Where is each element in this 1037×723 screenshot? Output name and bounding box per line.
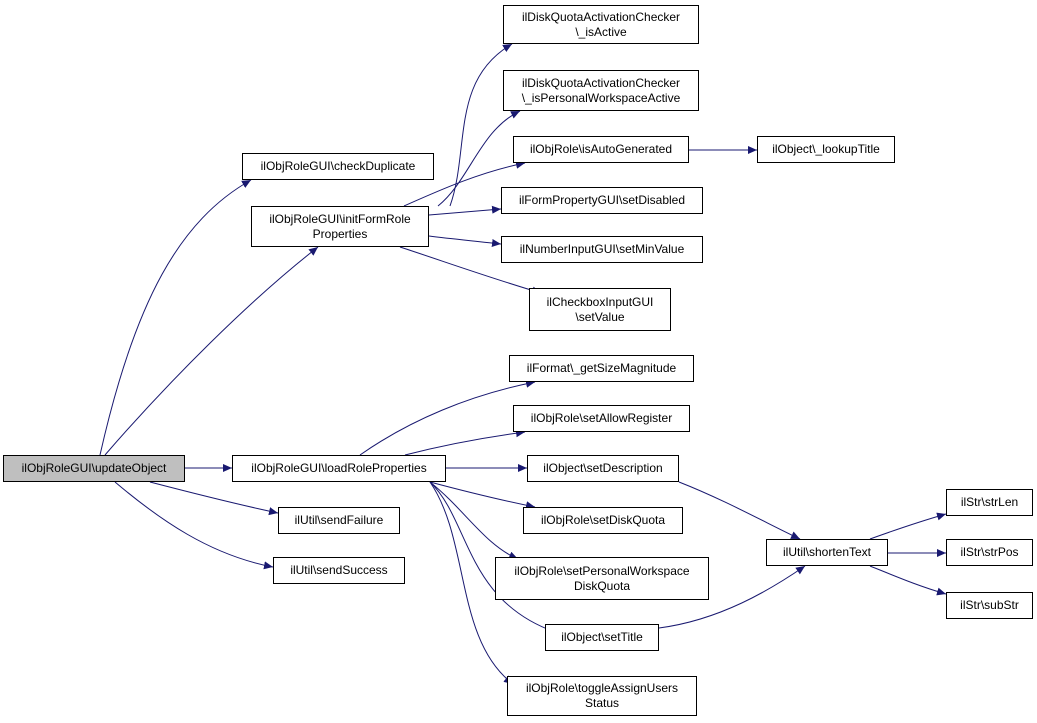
node-send-success[interactable]: ilUtil\sendSuccess — [273, 557, 405, 584]
edge-loadRoleProperties-to-setPersonalWorkspaceDiskQuota — [429, 481, 519, 560]
node-label-line: ilObjRoleGUI\checkDuplicate — [260, 159, 416, 173]
edge-initFormRoleProperties-to-dqIsPersonal — [437, 110, 521, 207]
node-label-line: ilStr\strLen — [960, 495, 1019, 509]
node-str-pos[interactable]: ilStr\strPos — [946, 539, 1033, 566]
node-label-line: ilNumberInputGUI\setMinValue — [519, 242, 685, 256]
node-label-line: ilObjRole\setPersonalWorkspace — [514, 563, 690, 578]
edge-loadRoleProperties-to-setTitle — [429, 481, 556, 633]
node-get-size-magnitude[interactable]: ilFormat\_getSizeMagnitude — [509, 355, 694, 382]
node-label-line: ilObjRoleGUI\initFormRole — [269, 211, 411, 226]
node-label-line: ilFormat\_getSizeMagnitude — [526, 361, 677, 375]
node-send-failure[interactable]: ilUtil\sendFailure — [278, 507, 400, 534]
edge-shortenText-to-subStr — [869, 565, 947, 596]
node-label-line: ilObject\_lookupTitle — [772, 142, 880, 156]
edge-shortenText-to-strLen — [869, 512, 947, 540]
node-label-line: ilStr\strPos — [960, 545, 1019, 559]
node-label-line: ilUtil\sendFailure — [294, 513, 384, 527]
edge-initFormRoleProperties-to-isAutoGenerated — [403, 160, 526, 207]
node-sub-str[interactable]: ilStr\subStr — [946, 592, 1033, 619]
node-label-line: ilObject\setDescription — [543, 461, 663, 475]
node-label-line: \setValue — [575, 309, 625, 324]
node-set-disk-quota[interactable]: ilObjRole\setDiskQuota — [523, 507, 683, 534]
edge-updateObject-to-initFormRoleProperties — [104, 246, 319, 456]
node-label-line: DiskQuota — [573, 578, 631, 593]
node-label-line: ilDiskQuotaActivationChecker — [521, 75, 681, 90]
node-update-object: ilObjRoleGUI\updateObject — [3, 455, 185, 482]
node-label-line: ilUtil\shortenText — [782, 545, 872, 559]
node-shorten-text[interactable]: ilUtil\shortenText — [766, 539, 888, 566]
edge-initFormRoleProperties-to-setMinValue — [428, 235, 502, 247]
node-label-line: ilObject\setTitle — [561, 630, 643, 644]
node-label-line: \_isPersonalWorkspaceActive — [521, 90, 681, 105]
node-label-line: ilCheckboxInputGUI — [546, 294, 654, 309]
node-label-line: \_isActive — [575, 24, 627, 39]
node-label-line: ilUtil\sendSuccess — [290, 563, 388, 577]
edge-loadRoleProperties-to-setDiskQuota — [429, 481, 536, 510]
edge-updateObject-to-checkDuplicate — [99, 179, 252, 456]
node-label-line: ilObjRoleGUI\loadRoleProperties — [251, 461, 427, 475]
edge-loadRoleProperties-to-setAllowRegister — [404, 429, 526, 456]
node-is-auto-generated[interactable]: ilObjRole\isAutoGenerated — [513, 136, 689, 163]
edge-updateObject-to-sendFailure — [149, 481, 279, 516]
node-lookup-title[interactable]: ilObject\_lookupTitle — [757, 136, 895, 163]
node-label-line: Status — [584, 696, 620, 710]
node-label-line: ilStr\subStr — [960, 598, 1019, 612]
node-label-line: Properties — [312, 226, 368, 241]
edge-updateObject-to-sendSuccess — [114, 481, 274, 570]
edge-loadRoleProperties-to-getSizeMagnitude — [359, 379, 536, 456]
node-label-line: ilObjRole\setDiskQuota — [540, 513, 666, 527]
node-label-line: ilDiskQuotaActivationChecker — [521, 9, 681, 24]
edge-setTitle-to-shortenText — [658, 565, 806, 629]
node-set-description[interactable]: ilObject\setDescription — [527, 455, 679, 482]
node-cb-set-value[interactable]: ilCheckboxInputGUI\setValue — [529, 288, 671, 331]
edge-initFormRoleProperties-to-cbSetValue — [399, 246, 542, 295]
node-dq-is-active[interactable]: ilDiskQuotaActivationChecker\_isActive — [503, 5, 699, 44]
edge-loadRoleProperties-to-toggleAssignUsersStatus — [429, 481, 514, 685]
node-label-line: ilObjRole\toggleAssignUsers — [525, 681, 679, 695]
edge-initFormRoleProperties-to-dqIsActive — [449, 43, 513, 207]
node-label-line: ilFormPropertyGUI\setDisabled — [518, 193, 686, 207]
node-label-line: ilObjRole\isAutoGenerated — [529, 142, 673, 156]
node-label-line: ilObjRoleGUI\updateObject — [21, 461, 167, 475]
node-str-len[interactable]: ilStr\strLen — [946, 489, 1033, 516]
edge-setDescription-to-shortenText — [678, 481, 801, 540]
node-set-disabled[interactable]: ilFormPropertyGUI\setDisabled — [501, 187, 703, 214]
node-check-duplicate[interactable]: ilObjRoleGUI\checkDuplicate — [242, 153, 434, 180]
edge-initFormRoleProperties-to-setDisabled — [428, 205, 502, 216]
node-load-role-properties[interactable]: ilObjRoleGUI\loadRoleProperties — [232, 455, 446, 482]
node-set-min-value[interactable]: ilNumberInputGUI\setMinValue — [501, 236, 703, 263]
node-dq-is-personal[interactable]: ilDiskQuotaActivationChecker\_isPersonal… — [503, 70, 699, 111]
node-set-allow-register[interactable]: ilObjRole\setAllowRegister — [513, 405, 690, 432]
node-set-title[interactable]: ilObject\setTitle — [545, 624, 659, 651]
node-label-line: ilObjRole\setAllowRegister — [530, 411, 673, 425]
